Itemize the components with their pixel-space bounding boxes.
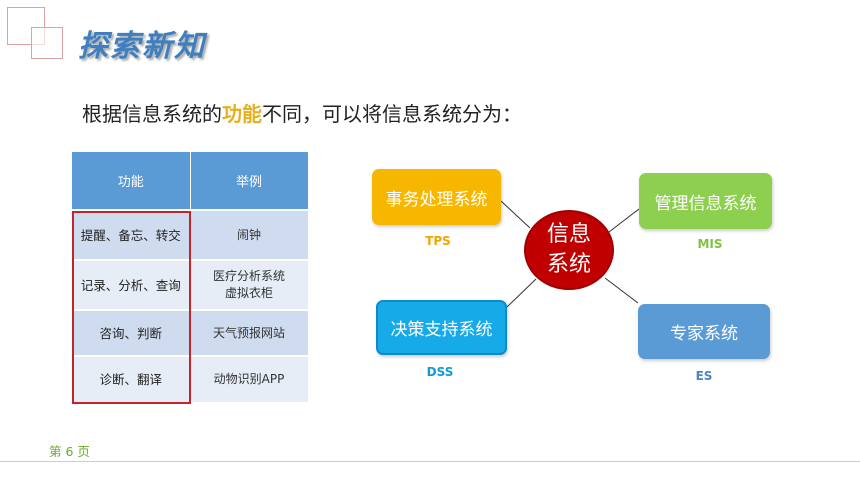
- table-cell-function: 咨询、判断: [72, 309, 191, 356]
- tps-box: 事务处理系统: [372, 169, 501, 225]
- table-cell-example: 动物识别APP: [190, 355, 309, 402]
- table-row: 记录、分析、查询 医疗分析系统虚拟衣柜: [72, 259, 309, 310]
- mis-label: MIS: [697, 237, 723, 251]
- table-cell-function: 记录、分析、查询: [72, 259, 191, 310]
- connector-es: [604, 277, 639, 304]
- footer-divider: [0, 461, 860, 462]
- tps-label: TPS: [425, 234, 451, 248]
- subtitle-after: 不同，可以将信息系统分为：: [262, 102, 522, 126]
- info-system-center: 信息 系统: [524, 210, 614, 290]
- dss-box: 决策支持系统: [376, 300, 507, 355]
- dss-label: DSS: [426, 365, 454, 379]
- table-header-function: 功能: [72, 152, 191, 210]
- table-cell-function: 诊断、翻译: [72, 355, 191, 402]
- connector-tps: [500, 200, 531, 229]
- connector-mis: [608, 208, 640, 233]
- table-row: 诊断、翻译 动物识别APP: [72, 355, 309, 402]
- connector-dss: [506, 278, 537, 308]
- subtitle: 根据信息系统的功能不同，可以将信息系统分为：: [82, 98, 522, 127]
- subtitle-highlight: 功能: [222, 102, 262, 126]
- table-row: 提醒、备忘、转交 闹钟: [72, 209, 309, 260]
- mis-box: 管理信息系统: [639, 173, 772, 229]
- page-number: 第 6 页: [49, 444, 90, 459]
- table-cell-example: 天气预报网站: [190, 309, 309, 356]
- table-cell-function: 提醒、备忘、转交: [72, 209, 191, 260]
- table-cell-example: 闹钟: [190, 209, 309, 260]
- es-label: ES: [695, 369, 713, 383]
- subtitle-before: 根据信息系统的: [82, 102, 222, 126]
- table-header-example: 举例: [190, 152, 309, 210]
- slide-title: 探索新知: [78, 29, 206, 64]
- table-cell-example: 医疗分析系统虚拟衣柜: [190, 259, 309, 310]
- function-table: 功能 举例 提醒、备忘、转交 闹钟 记录、分析、查询 医疗分析系统虚拟衣柜 咨询…: [72, 152, 309, 402]
- table-row: 咨询、判断 天气预报网站: [72, 309, 309, 356]
- decor-square-outer: [7, 7, 45, 45]
- center-line2: 系统: [546, 252, 591, 277]
- es-box: 专家系统: [638, 304, 770, 359]
- center-line1: 信息: [546, 222, 591, 247]
- decor-square-inner: [31, 27, 63, 59]
